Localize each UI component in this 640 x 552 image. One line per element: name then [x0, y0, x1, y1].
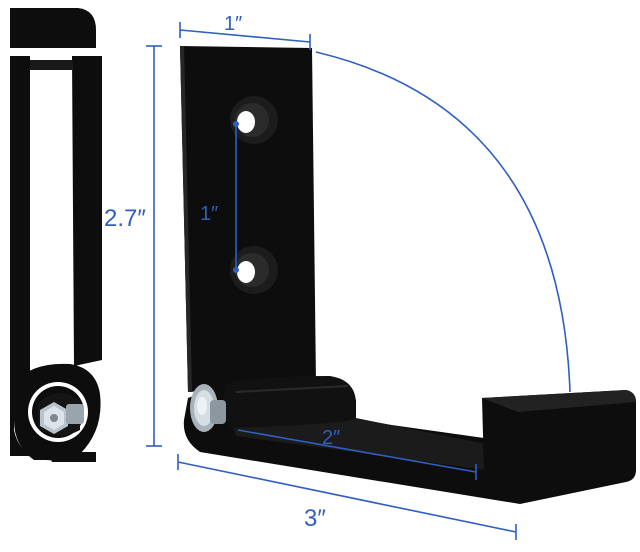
height-dimension	[146, 45, 162, 447]
dimension-lines	[146, 22, 571, 540]
screw-hole-top	[230, 96, 278, 144]
profile-bolt-icon	[40, 402, 84, 434]
arm-length-label: 2″	[322, 427, 340, 449]
profile-top-cap	[10, 8, 96, 48]
arm-top-surface	[230, 418, 486, 470]
width-label: 1″	[224, 13, 242, 35]
hinge-knuckle	[223, 376, 356, 428]
hole-spacing-label: 1″	[200, 203, 218, 225]
profile-outer-arm	[10, 56, 34, 456]
screw-hole-bottom	[230, 246, 278, 294]
hinge-bolt-icon	[190, 384, 226, 432]
hole-spacing-dimension	[233, 121, 239, 273]
depth-label: 3″	[304, 505, 326, 532]
profile-inner-arm	[72, 56, 102, 366]
width-dimension	[179, 22, 311, 50]
hook-arm	[183, 376, 636, 504]
mounting-plate	[180, 46, 316, 392]
plate-body	[180, 46, 316, 392]
arm-length-dimension	[237, 429, 477, 480]
depth-dimension	[177, 454, 517, 540]
height-label: 2.7″	[104, 205, 146, 232]
side-profile-view	[10, 8, 102, 462]
hook-end-block	[482, 390, 636, 504]
swing-arc	[315, 51, 571, 393]
